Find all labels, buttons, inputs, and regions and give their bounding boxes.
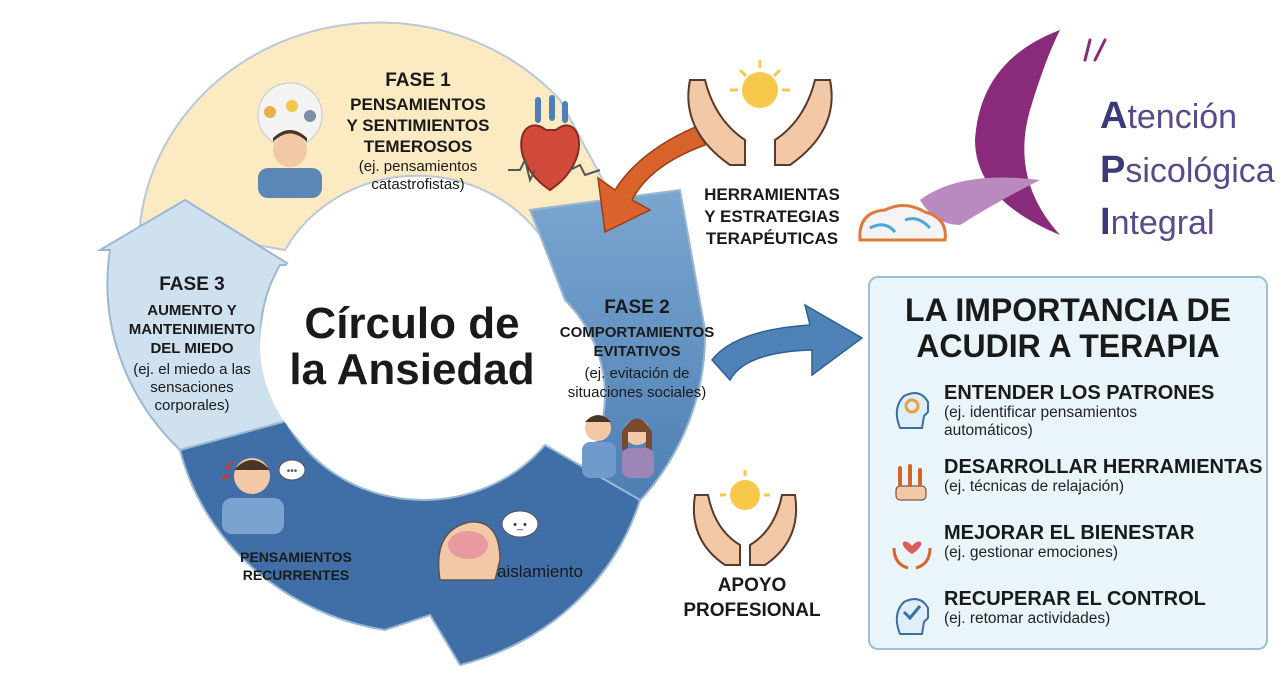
svg-text:•_•: •_• <box>513 519 527 531</box>
panel-item-develop-tools: DESARROLLAR HERRAMIENTAS (ej. técnicas d… <box>884 456 1263 516</box>
logo-line2: Psicológica <box>1100 149 1275 191</box>
logo-graphic <box>858 30 1107 242</box>
recurrent-line2: RECURRENTES <box>243 567 350 583</box>
support-line1: APOYO <box>718 575 787 596</box>
phase2-example1: (ej. evitación de <box>584 365 689 382</box>
panel-item-understand: ENTENDER LOS PATRONES (ej. identificar p… <box>884 382 1258 442</box>
tools-line2: Y ESTRATEGIAS <box>704 207 839 226</box>
phase2-line2: EVITATIVOS <box>594 343 681 360</box>
head-gear-icon <box>895 392 929 429</box>
support-line2: PROFESIONAL <box>683 600 821 621</box>
logo-line2-rest: sicológica <box>1125 152 1275 190</box>
exit-arrow <box>711 303 864 382</box>
logo-line3: Integral <box>1100 201 1215 243</box>
center-circle <box>260 205 560 485</box>
hands-bulb-icon <box>692 470 798 566</box>
item-detail: (ej. técnicas de relajación) <box>944 478 1125 495</box>
svg-text:•••: ••• <box>287 466 298 477</box>
logo-line1-rest: tención <box>1127 98 1238 136</box>
tools-line3: TERAPÉUTICAS <box>706 229 838 248</box>
phase3-example1: (ej. el miedo a las <box>133 361 251 378</box>
isolation-label: aislamiento <box>497 562 583 581</box>
logo-cap-i: I <box>1100 201 1111 243</box>
phase3-title: FASE 3 <box>159 274 224 295</box>
logo-cap-a: A <box>1100 95 1128 137</box>
brain-head-icon: •_• <box>437 510 539 581</box>
panel-item-control: RECUPERAR EL CONTROL (ej. retomar activi… <box>884 588 1258 648</box>
couple-icon <box>582 415 654 478</box>
item-detail: (ej. gestionar emociones) <box>944 544 1119 561</box>
phase1-example2: catastrofistas) <box>371 176 464 193</box>
phase2-line1: COMPORTAMIENTOS <box>560 324 714 341</box>
recurrent-line1: PENSAMIENTOS <box>240 549 352 565</box>
bottom-segment <box>178 418 642 667</box>
phase2-title: FASE 2 <box>604 297 669 318</box>
logo-cap-p: P <box>1100 149 1126 191</box>
phase1-example1: (ej. pensamientos <box>359 158 477 175</box>
logo-line3-rest: ntegral <box>1110 204 1215 242</box>
center-title-line2: la Ansiedad <box>289 345 534 394</box>
phase3-example2: sensaciones <box>150 379 233 396</box>
distressed-person-icon: ••• <box>221 458 306 534</box>
tools-line1: HERRAMIENTAS <box>704 185 840 204</box>
item-detail: (ej. identificar pensamientos <box>944 404 1137 421</box>
logo-line1: Atención <box>1100 95 1238 137</box>
panel-item-wellbeing: MEJORAR EL BIENESTAR (ej. gestionar emoc… <box>884 522 1258 582</box>
intervention-arrow <box>597 123 706 234</box>
hands-light-icon <box>687 60 833 166</box>
phase1-line1: PENSAMIENTOS <box>350 95 486 114</box>
hands-heart-icon <box>892 541 932 570</box>
phase3-line3: DEL MIEDO <box>150 340 233 357</box>
phase1-title: FASE 1 <box>385 70 451 91</box>
phase1-line2: Y SENTIMIENTOS <box>347 116 490 135</box>
center-title-line1: Círculo de <box>304 299 519 348</box>
heart-organ-icon <box>508 95 601 192</box>
item-detail: (ej. retomar actividades) <box>944 610 1111 627</box>
item-heading: DESARROLLAR HERRAMIENTAS <box>944 456 1263 478</box>
item-heading: RECUPERAR EL CONTROL <box>944 588 1206 610</box>
worried-person-icon <box>257 82 323 198</box>
item-heading: ENTENDER LOS PATRONES <box>944 382 1215 404</box>
panel-title-line2: ACUDIR A TERAPIA <box>916 328 1220 364</box>
panel-title: LA IMPORTANCIA DE ACUDIR A TERAPIA <box>870 292 1266 364</box>
item-heading: MEJORAR EL BIENESTAR <box>944 522 1195 544</box>
phase3-example3: corporales) <box>154 397 229 414</box>
phase3-line2: MANTENIMIENTO <box>129 321 256 338</box>
panel-title-line1: LA IMPORTANCIA DE <box>905 292 1231 328</box>
phase2-example2: situaciones sociales) <box>568 384 706 401</box>
phase3-line1: AUMENTO Y <box>147 302 236 319</box>
phase1-line3: TEMEROSOS <box>364 137 473 156</box>
item-detail-2: automáticos) <box>944 422 1033 439</box>
head-check-icon <box>895 598 929 635</box>
therapy-importance-panel: LA IMPORTANCIA DE ACUDIR A TERAPIA ENTEN… <box>868 276 1268 650</box>
tools-icon <box>895 464 927 501</box>
